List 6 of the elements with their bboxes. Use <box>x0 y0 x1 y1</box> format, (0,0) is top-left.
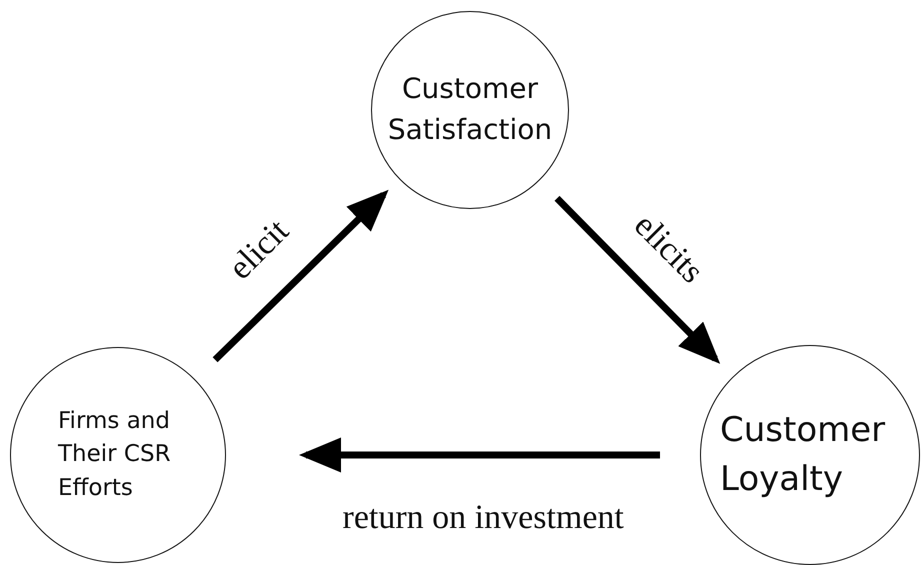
arrow <box>299 438 660 472</box>
arrow <box>554 196 720 364</box>
arrow <box>212 190 389 362</box>
node-label: Customer Loyalty <box>720 408 886 501</box>
node-label: Customer Satisfaction <box>386 71 554 148</box>
node-label: Firms and Their CSR Efforts <box>58 406 172 503</box>
